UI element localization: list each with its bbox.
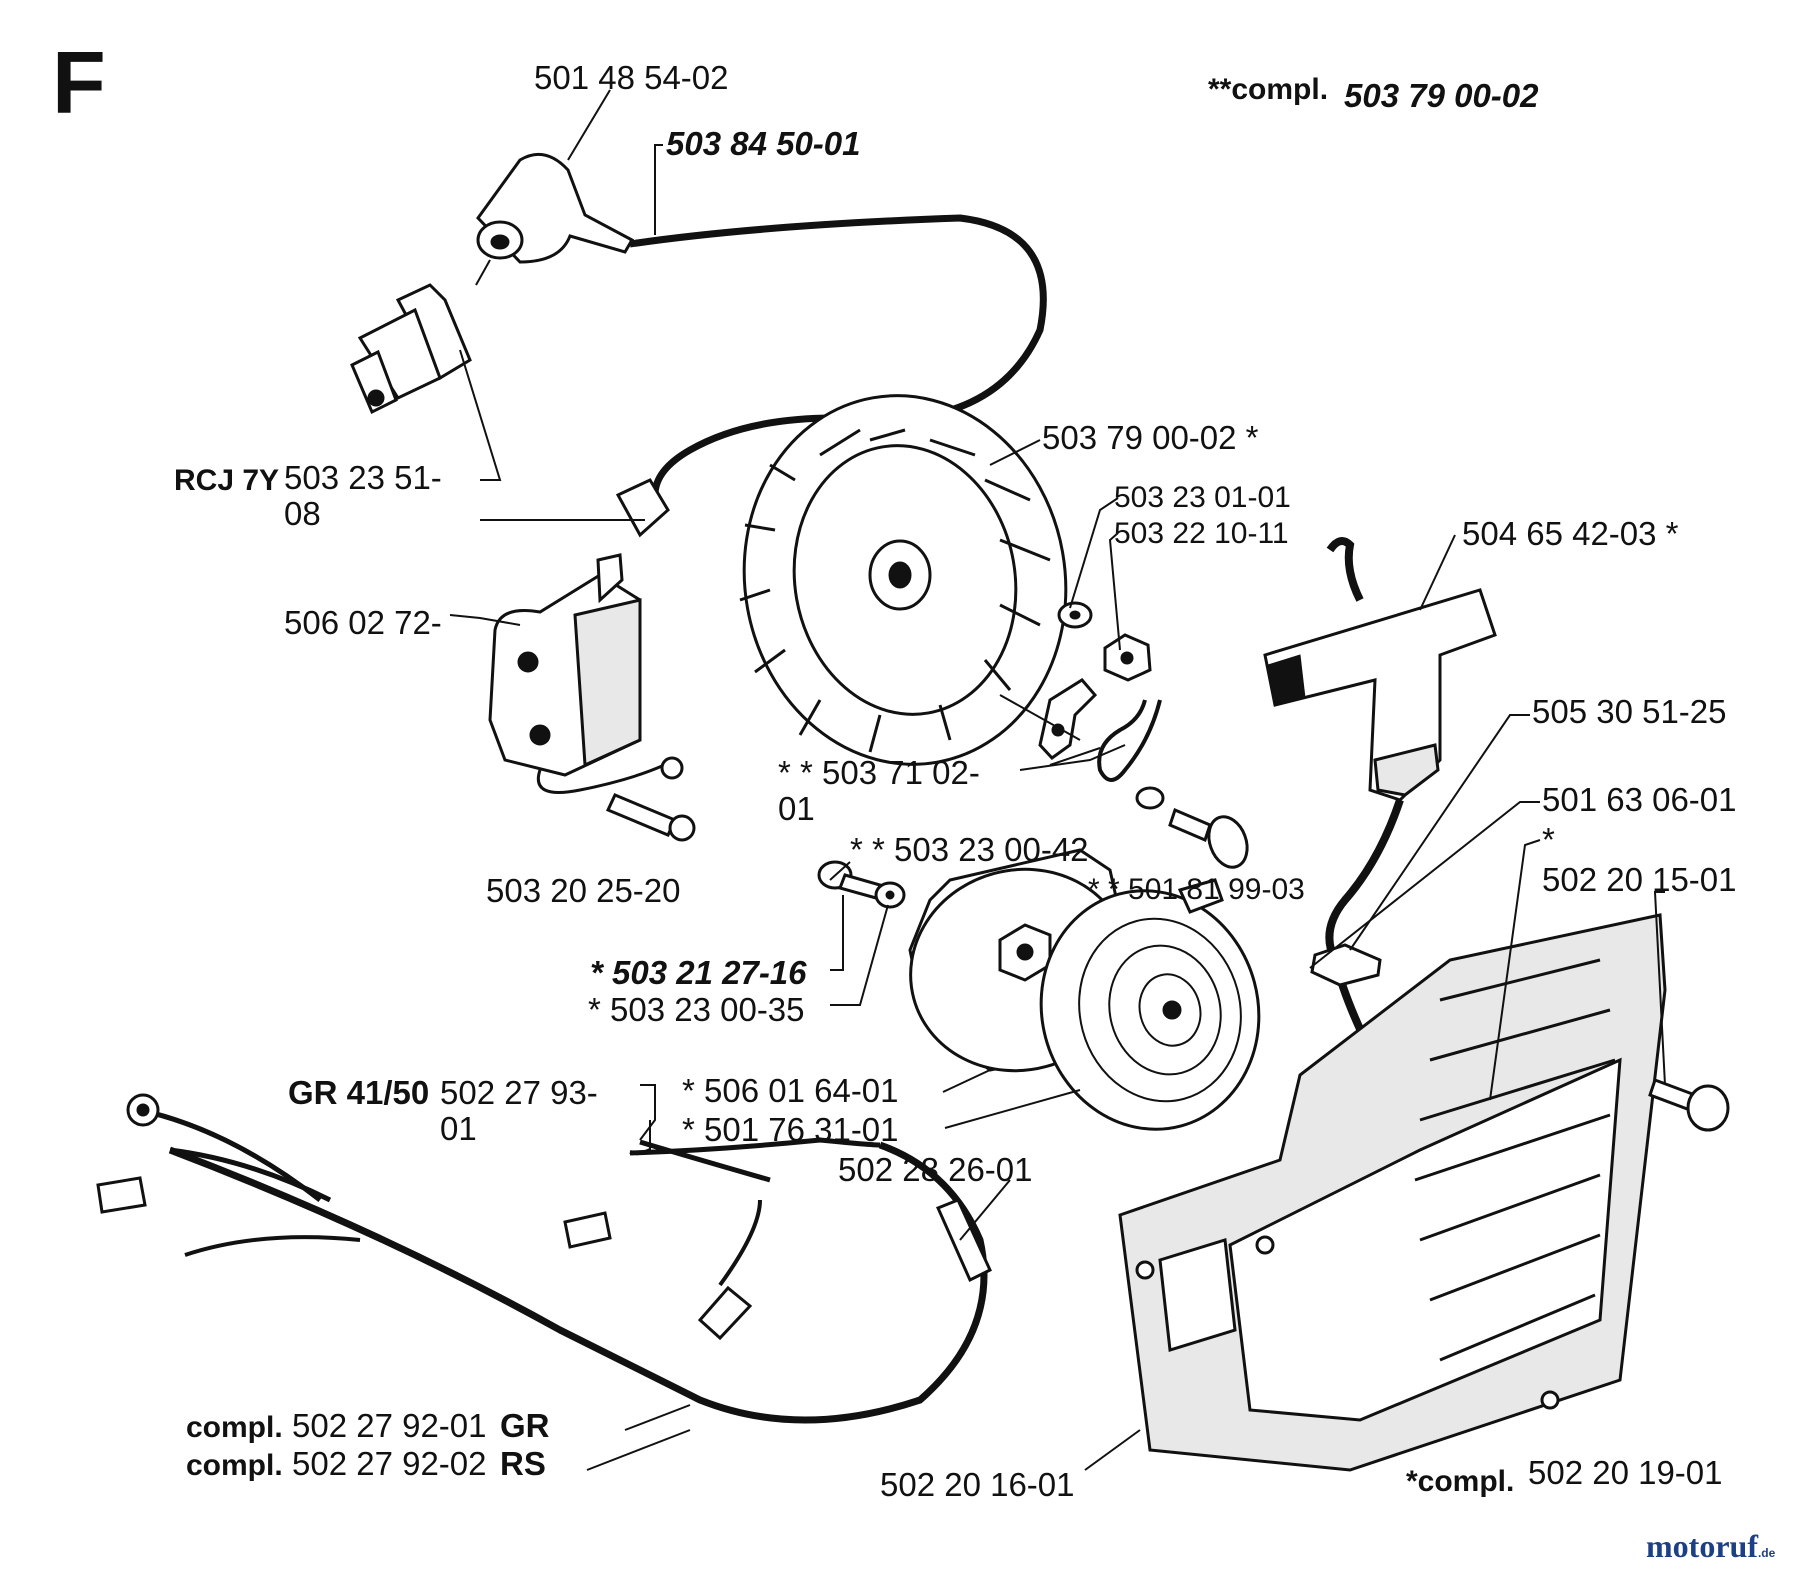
- center-washer: [874, 881, 906, 909]
- label-coil-screw: 503 20 25-20: [486, 872, 681, 909]
- label-compl-top-number: 503 79 00-02: [1344, 77, 1539, 114]
- label-compl-gr-number: 502 27 92-01: [292, 1407, 487, 1444]
- rope-grommet: [1310, 943, 1382, 987]
- label-pulley-screw: * * 503 23 00-42: [850, 831, 1089, 868]
- ignition-coil: [488, 553, 684, 794]
- label-pawl: * * 503 71 02- 01: [778, 754, 980, 827]
- label-starter-prefix: *compl.: [1406, 1465, 1515, 1498]
- label-compl-top-prefix: **compl.: [1208, 73, 1329, 106]
- starter-pawl: [1038, 678, 1098, 760]
- label-compl-gr-suffix: GR: [500, 1407, 550, 1444]
- spade-terminal-left: [96, 1176, 147, 1214]
- label-starter-number: 502 20 19-01: [1528, 1454, 1723, 1491]
- spade-terminal-mid: [563, 1211, 612, 1249]
- rope-upper: [1326, 537, 1364, 602]
- label-center-washer: * 503 23 00-35: [588, 991, 805, 1028]
- ring-terminal: [126, 1093, 160, 1127]
- label-compl-rs-suffix: RS: [500, 1445, 546, 1482]
- flywheel-washer: [1057, 601, 1093, 629]
- pawl-washer: [1135, 786, 1165, 810]
- label-cover-screw: 502 20 15-01: [1542, 861, 1737, 898]
- starter-housing: [1118, 913, 1667, 1472]
- starter-handle: [1263, 588, 1497, 802]
- label-plug-cap: 501 48 54-02: [534, 59, 729, 96]
- spade-terminal-low: [697, 1285, 753, 1341]
- flywheel-nut: [1103, 633, 1152, 682]
- label-grommet: 501 63 06-01: [1542, 781, 1737, 818]
- watermark-logo: motoruf.de: [1646, 1528, 1775, 1565]
- label-rope: 505 30 51-25: [1532, 693, 1727, 730]
- recoil-spring: [1039, 878, 1261, 1131]
- label-compl-rs-prefix: compl.: [186, 1449, 283, 1482]
- label-pawl-screw: * * 501 81 99-03: [1088, 873, 1305, 906]
- label-harness-prefix: GR 41/50: [288, 1074, 430, 1111]
- label-washer: 503 23 01-01: [1114, 481, 1291, 514]
- flywheel: [739, 394, 1068, 766]
- coil-screw: [605, 793, 696, 842]
- label-handle: 504 65 42-03 *: [1462, 515, 1679, 552]
- label-center-screw: * 503 21 27-16: [590, 954, 807, 991]
- watermark-brand: motoruf: [1646, 1528, 1758, 1564]
- ht-lead-cable: [629, 214, 1047, 496]
- cover-screw: [1648, 1078, 1730, 1132]
- label-compl-rs-number: 502 27 92-02: [292, 1445, 487, 1482]
- spark-plug-cap: [476, 152, 635, 264]
- label-harness-number: 502 27 93- 01: [440, 1074, 598, 1147]
- watermark-suffix: .de: [1757, 1546, 1776, 1560]
- wiring-harness: [139, 1107, 988, 1424]
- label-nut: 503 22 10-11: [1114, 517, 1289, 550]
- label-star: *: [1542, 821, 1555, 858]
- pawl-spring: [1097, 699, 1162, 782]
- label-ht-lead: 503 84 50-01: [666, 125, 861, 162]
- section-letter: F: [52, 33, 106, 132]
- label-spark-prefix: RCJ 7Y: [174, 464, 280, 497]
- leader-lines: [449, 89, 1666, 1471]
- label-housing: 502 20 16-01: [880, 1466, 1075, 1503]
- label-sleeve: 502 28 26-01: [838, 1151, 1033, 1188]
- harness-sleeve: [935, 1198, 992, 1283]
- spark-plug: [350, 259, 491, 415]
- label-pulley: * 506 01 64-01: [682, 1072, 899, 1109]
- label-spring: * 501 76 31-01: [682, 1111, 899, 1148]
- pawl-screw: [1168, 807, 1249, 869]
- ht-lead-end: [615, 478, 670, 538]
- label-coil: 506 02 72-: [284, 604, 442, 641]
- label-flywheel: 503 79 00-02 *: [1042, 419, 1259, 456]
- label-compl-gr-prefix: compl.: [186, 1411, 283, 1444]
- label-spark-number: 503 23 51- 08: [284, 459, 442, 532]
